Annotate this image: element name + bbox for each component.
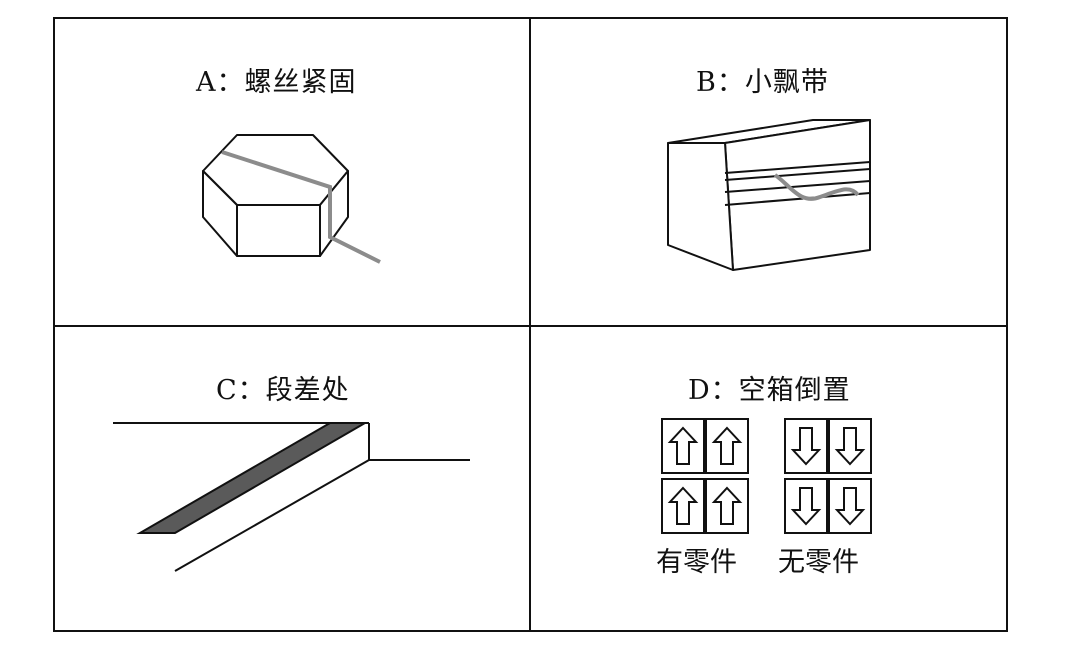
up-arrow-icon (667, 426, 699, 465)
caption-without-parts: 无零件 (778, 547, 859, 578)
down-arrow-icon (834, 427, 866, 466)
up-arrow-icon (711, 486, 743, 525)
hex-left-face (202, 170, 238, 257)
step-dark-strip (136, 422, 369, 534)
down-arrow-icon (790, 427, 822, 466)
tape-line (221, 150, 381, 264)
grid-vertical-divider (529, 17, 531, 632)
box-left-face (667, 142, 734, 271)
panel-d-title: D：空箱倒置 (688, 375, 851, 406)
up-arrow-icon (711, 426, 743, 465)
up-arrow-box (705, 418, 749, 474)
up-arrow-box (661, 478, 705, 534)
panel-c-title: C：段差处 (216, 375, 350, 406)
down-arrow-box (784, 478, 828, 534)
panel-b-title: B：小飘带 (696, 67, 829, 98)
panel-a-title: A：螺丝紧固 (196, 67, 357, 98)
down-arrow-icon (790, 487, 822, 526)
grid-horizontal-divider (53, 325, 1008, 327)
hex-right-face (319, 170, 349, 257)
down-arrow-icon (834, 487, 866, 526)
ribbon-strip (773, 173, 860, 201)
up-arrow-box (705, 478, 749, 534)
caption-with-parts: 有零件 (656, 547, 737, 578)
down-arrow-box (784, 418, 828, 474)
up-arrow-box (661, 418, 705, 474)
down-arrow-box (828, 478, 872, 534)
down-arrow-box (828, 418, 872, 474)
up-arrow-icon (667, 486, 699, 525)
